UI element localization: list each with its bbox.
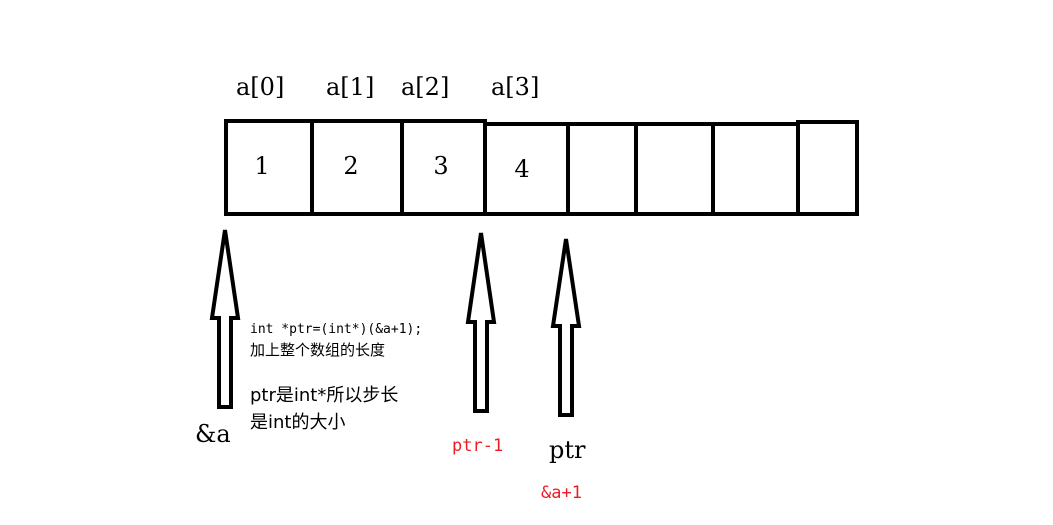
arrow-up-icon xyxy=(465,232,497,413)
annotation-code-line: int *ptr=(int*)(&a+1); xyxy=(250,322,422,337)
index-labels: a[0] a[1] a[2] a[3] xyxy=(236,73,539,101)
cell-values: 1 2 3 4 xyxy=(254,152,529,183)
annotation-step-line-1: ptr是int*所以步长 xyxy=(250,385,398,406)
array-cells xyxy=(224,119,859,216)
cell-value-1: 2 xyxy=(343,152,358,180)
cell-value-2: 3 xyxy=(433,152,448,180)
index-label-2: a[2] xyxy=(401,73,449,101)
label-address-a: &a xyxy=(195,420,231,448)
index-label-0: a[0] xyxy=(236,73,284,101)
array-cell-6 xyxy=(711,122,800,216)
index-label-1: a[1] xyxy=(326,73,374,101)
arrow-up-icon xyxy=(550,238,582,417)
array-cell-7 xyxy=(796,120,859,216)
cell-value-3: 4 xyxy=(514,155,529,183)
label-address-a-plus-1: &a+1 xyxy=(541,483,582,503)
pointer-arrows xyxy=(209,229,582,417)
label-ptr: ptr xyxy=(549,436,586,464)
index-label-3: a[3] xyxy=(491,73,539,101)
cell-value-0: 1 xyxy=(254,152,269,180)
arrow-up-icon xyxy=(209,229,241,409)
label-ptr-minus-1: ptr-1 xyxy=(452,436,503,456)
annotation: int *ptr=(int*)(&a+1); 加上整个数组的长度 ptr是int… xyxy=(250,322,422,433)
annotation-step-line-2: 是int的大小 xyxy=(250,412,345,433)
annotation-code-note: 加上整个数组的长度 xyxy=(250,341,385,359)
array-cell-5 xyxy=(634,122,715,216)
array-cell-4 xyxy=(566,122,638,216)
